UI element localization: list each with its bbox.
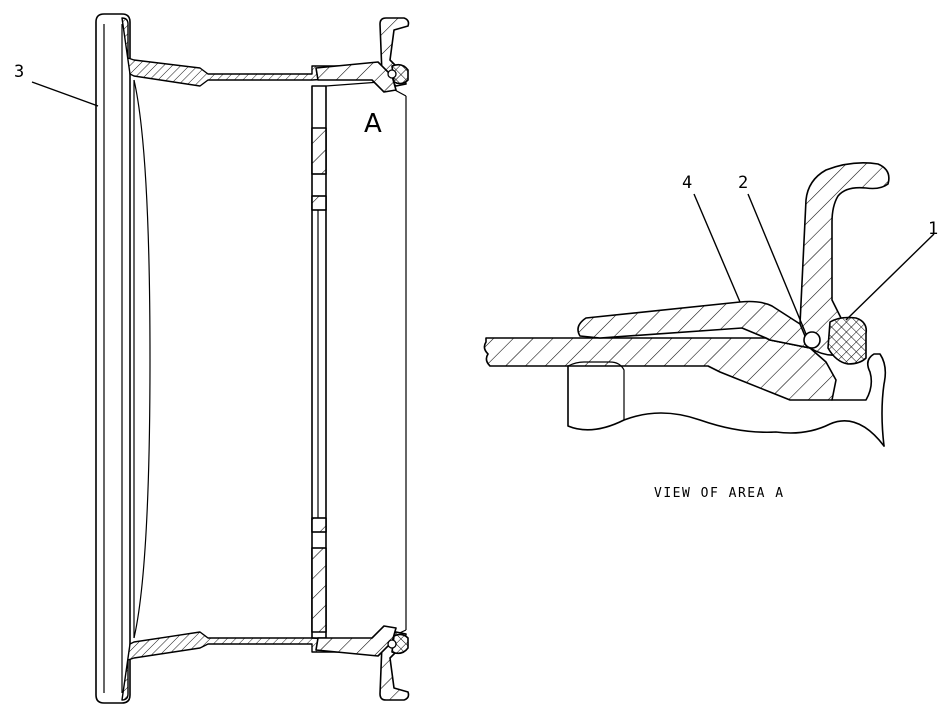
detail-o-ring — [803, 331, 821, 349]
detail-rim-gutter — [831, 353, 887, 447]
callout-1-label: 1 — [928, 219, 938, 239]
web-hatch-lower2 — [311, 517, 327, 533]
callout-4-label: 4 — [682, 173, 692, 193]
detail-bead-seat-band — [577, 300, 811, 349]
top-bead-seat-band — [315, 61, 397, 93]
rim-section-view: 3 A — [14, 13, 410, 704]
callout-2-label: 2 — [738, 173, 748, 193]
view-caption: VIEW OF AREA A — [654, 486, 785, 501]
web-hatch-upper — [311, 127, 327, 175]
top-o-ring — [387, 69, 397, 79]
top-lock-ring — [391, 63, 409, 85]
callout-2-leader — [747, 193, 807, 335]
detail-lower-break-line — [567, 365, 885, 447]
rim-flange — [95, 13, 131, 704]
bottom-lock-ring — [391, 633, 409, 655]
callout-4-leader — [693, 193, 741, 303]
detail-lock-ring — [827, 316, 868, 365]
callout-1-leader — [845, 233, 935, 321]
web-hatch-lower — [311, 547, 327, 633]
detail-rim-base — [483, 337, 837, 401]
callout-3-label: 3 — [14, 62, 24, 82]
bottom-o-ring — [387, 639, 397, 649]
bottom-bead-seat-band — [315, 625, 397, 657]
web-hatch-upper2 — [311, 195, 327, 211]
detail-marker-a: A — [364, 109, 382, 139]
callout-3-leader — [31, 81, 99, 107]
detail-view-area-a: 4 2 1 VIEW OF AREA A — [483, 162, 938, 501]
